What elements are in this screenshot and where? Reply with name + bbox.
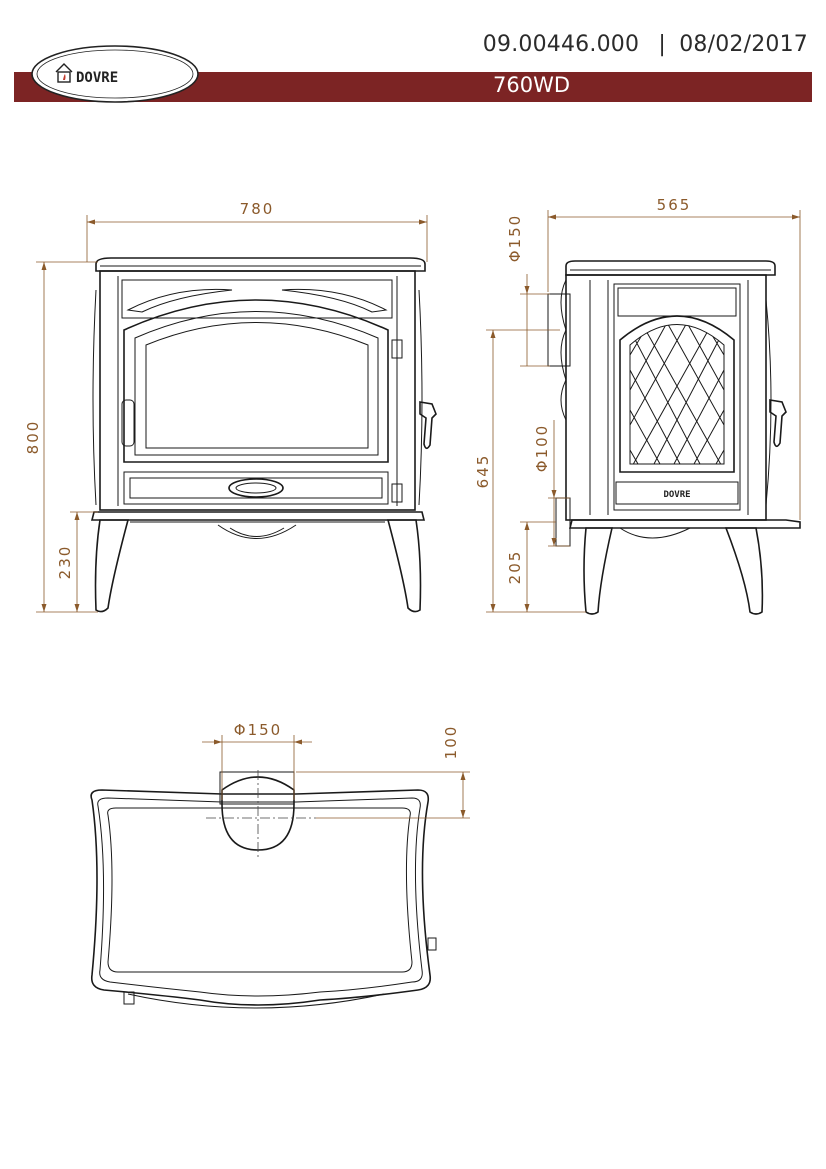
dim-width-780: 780: [240, 200, 275, 218]
front-handle: [419, 401, 437, 450]
title-block: 09.00446.000 | 08/02/2017 760WD DOVRE: [0, 0, 826, 110]
document-code: 09.00446.000: [482, 32, 640, 57]
front-body: [99, 270, 416, 511]
front-air-control: [228, 478, 284, 498]
side-view: DOVRE: [547, 260, 801, 615]
dim-rear-outlet-100: Φ100: [533, 424, 551, 472]
logo-text: DOVRE: [76, 70, 118, 86]
dim-flue-offset-100: 100: [442, 725, 460, 760]
dim-height-800: 800: [24, 420, 42, 455]
side-dimensions: 565 Φ150 645 Φ100 205: [474, 196, 801, 613]
side-front-leg: [724, 527, 764, 615]
document-date: 08/02/2017: [679, 32, 808, 57]
dim-depth-565: 565: [657, 196, 692, 214]
top-view: [90, 770, 437, 1009]
top-outline: [90, 789, 432, 1006]
dim-outlet-height-205: 205: [506, 550, 524, 585]
front-view: [90, 257, 437, 613]
code-separator: |: [658, 32, 666, 57]
top-dimensions: Φ150 100: [202, 721, 470, 819]
side-rear-leg: [583, 527, 614, 615]
house-icon: [57, 71, 71, 83]
top-plate-inner: [107, 807, 413, 973]
side-window: [619, 315, 735, 473]
side-rear-outlet: [555, 497, 571, 547]
side-top-plate: [565, 260, 776, 276]
flame-icon: [63, 74, 66, 80]
dovre-logo: DOVRE: [31, 45, 199, 103]
dim-flue-height-645: 645: [474, 454, 492, 489]
top-flue: [221, 776, 295, 851]
house-roof-icon: [55, 63, 73, 73]
side-lattice: [630, 324, 724, 464]
dim-leg-230: 230: [56, 545, 74, 580]
front-dimensions: 780 800 230: [24, 200, 428, 613]
front-top-plate: [95, 257, 426, 272]
front-door: [123, 299, 389, 463]
front-glass: [145, 322, 369, 449]
dim-top-flue-diameter-150: Φ150: [234, 721, 282, 739]
front-left-leg: [94, 519, 130, 613]
model-name: 760WD: [493, 73, 571, 97]
side-badge-text: DOVRE: [663, 490, 690, 500]
front-right-leg: [386, 519, 422, 613]
technical-drawing: 780 800 230 DO: [24, 196, 801, 1009]
side-handle: [769, 399, 787, 448]
dim-top-flue-150: Φ150: [506, 214, 524, 262]
document-code-line: 09.00446.000 | 08/02/2017: [483, 32, 808, 57]
